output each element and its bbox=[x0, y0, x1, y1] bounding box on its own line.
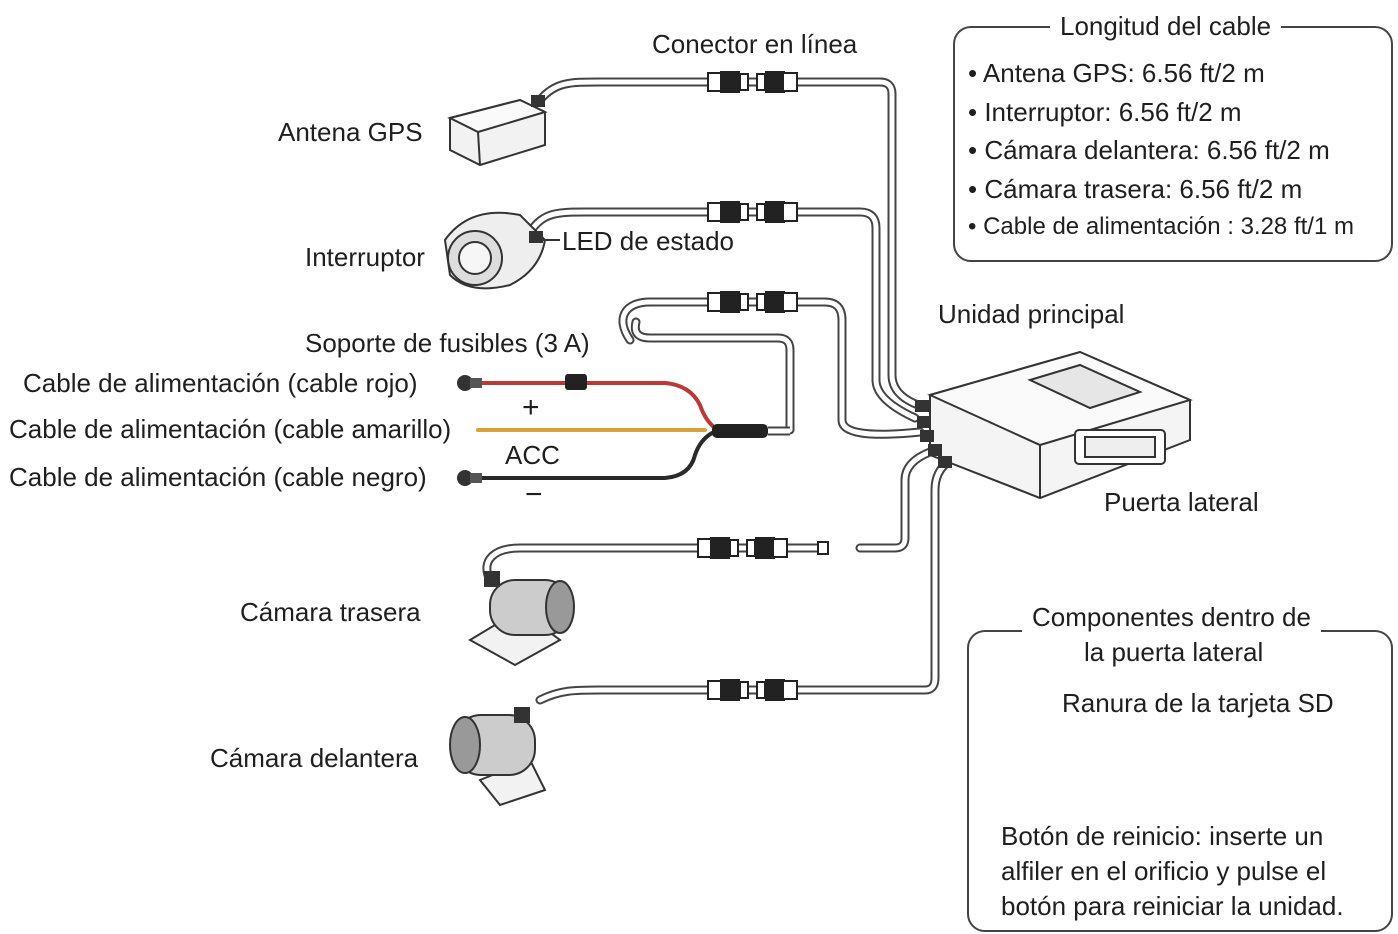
front-camera-shape bbox=[449, 707, 547, 807]
reset-line-1: Botón de reinicio: inserte un bbox=[1001, 821, 1324, 851]
door-box-title-1: Componentes dentro de bbox=[1022, 602, 1321, 632]
junction-tube bbox=[712, 424, 768, 438]
red-wire-label: Cable de alimentación (cable rojo) bbox=[23, 368, 418, 398]
cable-length-title: Longitud del cable bbox=[1050, 11, 1282, 41]
list-item: Cable de alimentación : 3.28 ft/1 m bbox=[968, 208, 1354, 247]
cable-length-list: Antena GPS: 6.56 ft/2 m Interruptor: 6.5… bbox=[968, 54, 1354, 247]
reset-line-3: botón para reiniciar la unidad. bbox=[1001, 891, 1344, 921]
gps-antenna-shape bbox=[447, 95, 548, 167]
plus-symbol: + bbox=[522, 391, 540, 424]
main-unit-label: Unidad principal bbox=[938, 299, 1125, 329]
fuse-label: Soporte de fusibles (3 A) bbox=[305, 328, 590, 358]
connector-label: Conector en línea bbox=[652, 29, 858, 59]
sd-slot-label: Ranura de la tarjeta SD bbox=[1062, 688, 1334, 718]
list-item: Antena GPS: 6.56 ft/2 m bbox=[968, 54, 1354, 93]
inline-connectors bbox=[697, 70, 829, 702]
acc-label: ACC bbox=[505, 440, 560, 470]
switch-shape bbox=[443, 211, 547, 290]
switch-label: Interruptor bbox=[305, 242, 425, 272]
gps-label: Antena GPS bbox=[278, 117, 423, 147]
black-wire-label: Cable de alimentación (cable negro) bbox=[9, 462, 427, 492]
fuse-holder-shape bbox=[565, 374, 587, 390]
led-label: LED de estado bbox=[562, 226, 735, 256]
main-unit-shape bbox=[915, 350, 1193, 500]
yellow-wire-label: Cable de alimentación (cable amarillo) bbox=[9, 414, 452, 444]
black-wire bbox=[476, 431, 714, 480]
front-camera-label: Cámara delantera bbox=[210, 743, 419, 773]
list-item: Cámara delantera: 6.56 ft/2 m bbox=[968, 131, 1354, 170]
side-door-label: Puerta lateral bbox=[1104, 487, 1259, 517]
red-wire bbox=[476, 381, 717, 430]
rear-camera-label: Cámara trasera bbox=[240, 597, 421, 627]
side-door-components-box bbox=[967, 630, 1393, 932]
reset-line-2: alfiler en el orificio y pulse el bbox=[1001, 856, 1327, 886]
wire-terminals bbox=[457, 375, 482, 486]
gray-cables bbox=[482, 77, 953, 705]
list-item: Cámara trasera: 6.56 ft/2 m bbox=[968, 170, 1354, 209]
list-item: Interruptor: 6.56 ft/2 m bbox=[968, 93, 1354, 132]
power-wires bbox=[476, 381, 717, 480]
minus-symbol: − bbox=[525, 478, 543, 511]
door-box-title-2: la puerta lateral bbox=[1084, 637, 1264, 667]
rear-camera-shape bbox=[468, 571, 575, 667]
